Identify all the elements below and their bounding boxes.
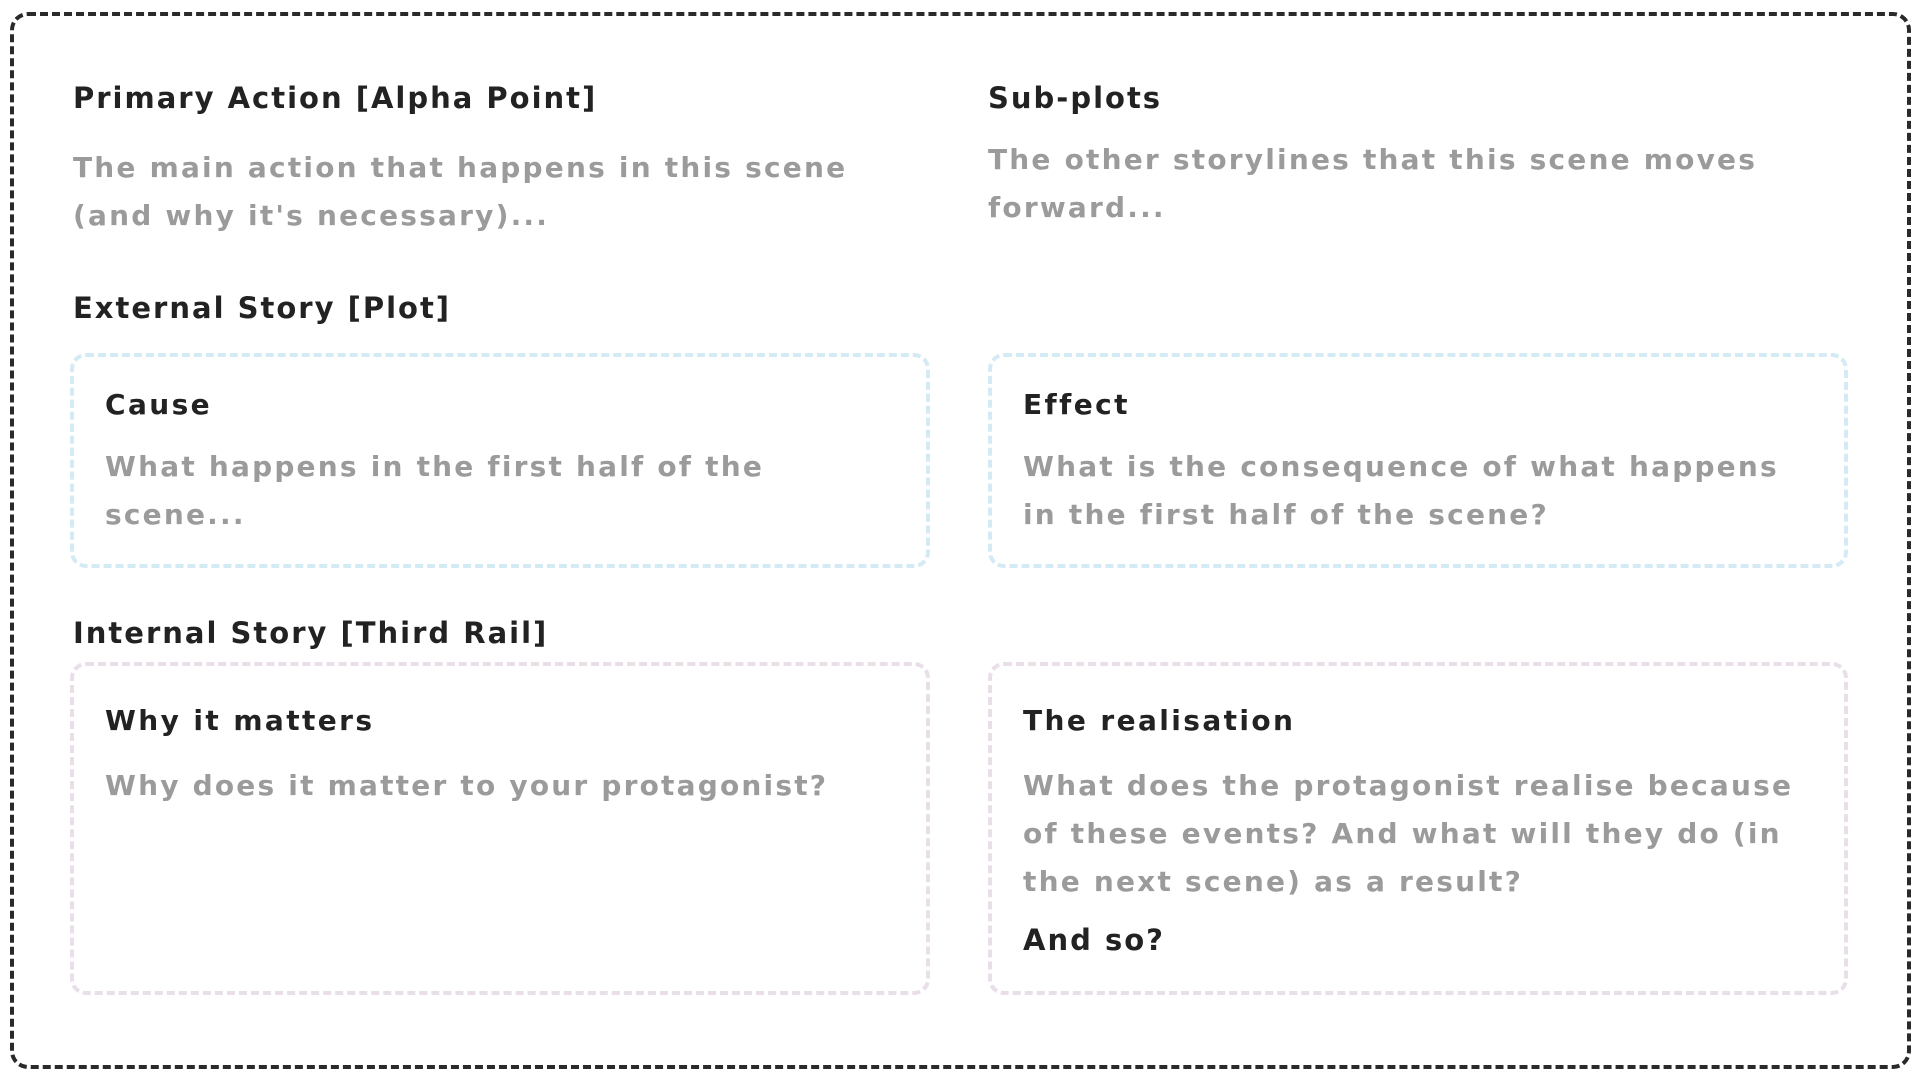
why-it-matters-field[interactable]: Why does it matter to your protagonist? xyxy=(105,769,829,802)
primary-action-field[interactable]: The main action that happens in this sce… xyxy=(73,151,848,232)
and-so-label: And so? xyxy=(1023,923,1165,957)
cause-field[interactable]: What happens in the first half of the sc… xyxy=(105,450,765,531)
subplots-heading: Sub-plots xyxy=(988,81,1163,115)
realisation-box[interactable]: The realisation What does the protagonis… xyxy=(988,662,1848,995)
primary-action-heading: Primary Action [Alpha Point] xyxy=(73,81,598,115)
effect-field[interactable]: What is the consequence of what happens … xyxy=(1023,450,1779,531)
scene-card xyxy=(10,12,1911,1069)
why-it-matters-title: Why it matters xyxy=(105,704,375,737)
realisation-field[interactable]: What does the protagonist realise becaus… xyxy=(1023,769,1794,898)
realisation-title: The realisation xyxy=(1023,704,1296,737)
internal-story-heading: Internal Story [Third Rail] xyxy=(73,616,549,650)
subplots-field[interactable]: The other storylines that this scene mov… xyxy=(988,143,1758,224)
external-story-heading: External Story [Plot] xyxy=(73,291,452,325)
why-it-matters-box[interactable]: Why it matters Why does it matter to you… xyxy=(70,662,930,995)
cause-title: Cause xyxy=(105,388,213,421)
cause-box[interactable]: Cause What happens in the first half of … xyxy=(70,353,930,568)
effect-box[interactable]: Effect What is the consequence of what h… xyxy=(988,353,1848,568)
effect-title: Effect xyxy=(1023,388,1130,421)
